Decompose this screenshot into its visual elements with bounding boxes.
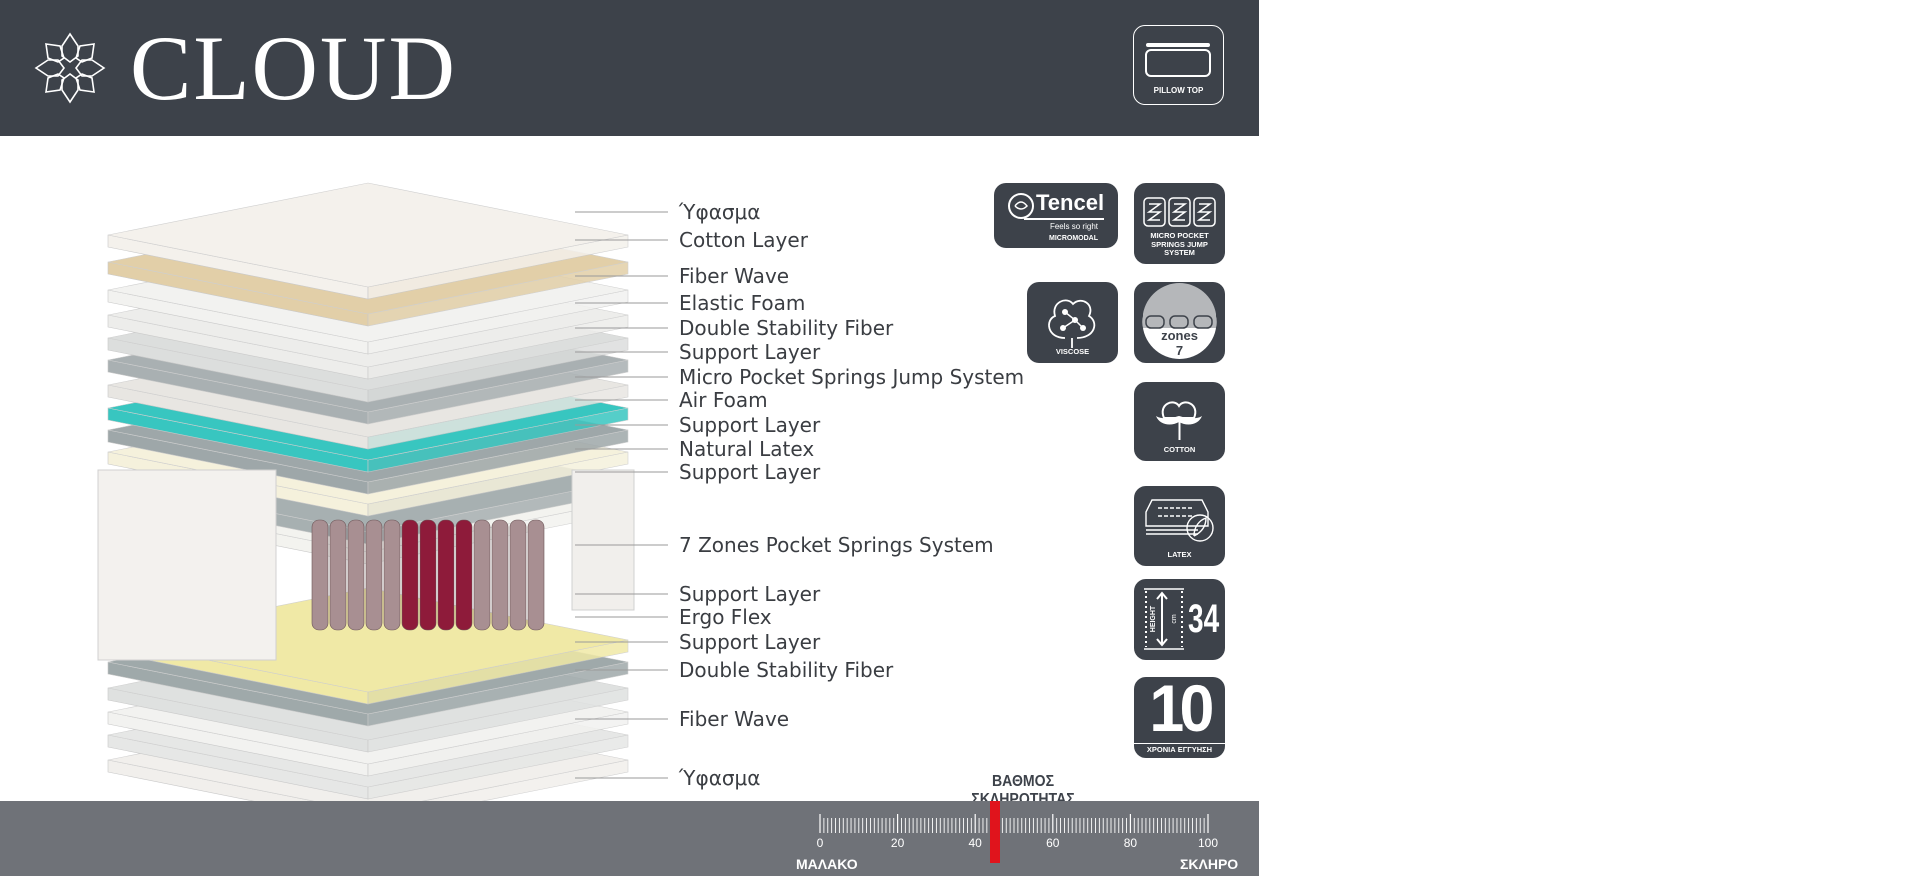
firmness-marker — [989, 801, 1000, 863]
layer-label: Support Layer — [679, 413, 821, 437]
viscose-label: VISCOSE — [1055, 347, 1090, 357]
layer-label: Ύφασμα — [679, 200, 761, 224]
pillow-top-label: PILLOW TOP — [1153, 86, 1204, 95]
soft-label: ΜΑΛΑΚΟ — [796, 856, 858, 872]
header: CLOUD PILLOW TOP — [0, 0, 1259, 136]
tree-molecule-icon — [1048, 299, 1096, 348]
height-badge: HEIGHT cm 34 — [1134, 579, 1225, 660]
mattress-layer — [107, 182, 629, 300]
tick-label: 0 — [816, 836, 824, 850]
layer-label: Air Foam — [679, 388, 768, 412]
hard-label: ΣΚΛΗΡΟ — [1180, 856, 1239, 872]
layer-label: Fiber Wave — [679, 707, 790, 731]
cotton-badge: COTTON — [1134, 382, 1225, 461]
layer-label: Support Layer — [679, 582, 821, 606]
firmness-scale-band — [0, 801, 1259, 876]
tencel-underline — [1024, 218, 1104, 220]
warranty-label: ΧΡΟΝΙΑ ΕΓΓΥΗΣΗ — [1134, 743, 1225, 755]
layer-label: Support Layer — [679, 630, 821, 654]
firmness-ruler — [819, 814, 1209, 833]
mattress-layers-illustration — [97, 182, 668, 825]
zones-count: 7 — [1175, 343, 1184, 358]
cotton-label: COTTON — [1163, 445, 1196, 455]
tick-label: 100 — [1197, 836, 1219, 850]
layer-label: Double Stability Fiber — [679, 316, 894, 340]
tencel-leaf-icon — [1008, 193, 1034, 219]
zones-word: zones — [1161, 328, 1198, 343]
tencel-tagline: Feels so right — [1049, 222, 1098, 231]
tick-label: 60 — [1046, 836, 1060, 850]
micro-springs-badge: MICRO POCKET SPRINGS JUMP SYSTEM — [1134, 183, 1225, 264]
viscose-badge: VISCOSE — [1027, 282, 1118, 363]
warranty-years: 10 — [1149, 677, 1214, 745]
layer-label: Elastic Foam — [679, 291, 806, 315]
height-value: 34 — [1188, 597, 1220, 641]
layer-label: Double Stability Fiber — [679, 658, 894, 682]
brand-title: CLOUD — [130, 17, 457, 119]
zones-badge: zones 7 — [1134, 282, 1225, 363]
tencel-name: Tencel — [1036, 190, 1105, 215]
layer-label: Ύφασμα — [679, 766, 761, 790]
cotton-flower-icon — [1156, 401, 1202, 440]
layer-label: Ergo Flex — [679, 605, 772, 629]
pocket-springs-core — [97, 469, 635, 661]
latex-badge: LATEX — [1134, 486, 1225, 566]
lotus-logo-icon — [34, 32, 106, 104]
layer-label: Fiber Wave — [679, 264, 790, 288]
tencel-sub: MICROMODAL — [1049, 235, 1098, 242]
pillow-top-icon — [1145, 43, 1211, 77]
springs-icon — [1143, 197, 1216, 227]
latex-label: LATEX — [1167, 550, 1192, 560]
tick-label: 40 — [968, 836, 982, 850]
latex-leaf-icon — [1145, 499, 1214, 542]
pillow-top-badge: PILLOW TOP — [1133, 25, 1224, 105]
layer-label: Natural Latex — [679, 437, 815, 461]
layer-label: Micro Pocket Springs Jump System — [679, 365, 1025, 389]
layer-label: Support Layer — [679, 340, 821, 364]
tick-label: 20 — [890, 836, 905, 850]
layer-label: Cotton Layer — [679, 228, 808, 252]
height-arrow-icon — [1144, 588, 1184, 650]
layer-label: 7 Zones Pocket Springs System — [679, 533, 994, 557]
tick-label: 80 — [1123, 836, 1138, 850]
tencel-badge: Tencel Feels so right MICROMODAL — [994, 183, 1118, 248]
zones-springs-icon — [1142, 283, 1217, 359]
warranty-badge: 10 ΧΡΟΝΙΑ ΕΓΓΥΗΣΗ — [1134, 677, 1225, 758]
layer-label: Support Layer — [679, 460, 821, 484]
micro-springs-label: MICRO POCKET SPRINGS JUMP SYSTEM — [1150, 231, 1209, 258]
